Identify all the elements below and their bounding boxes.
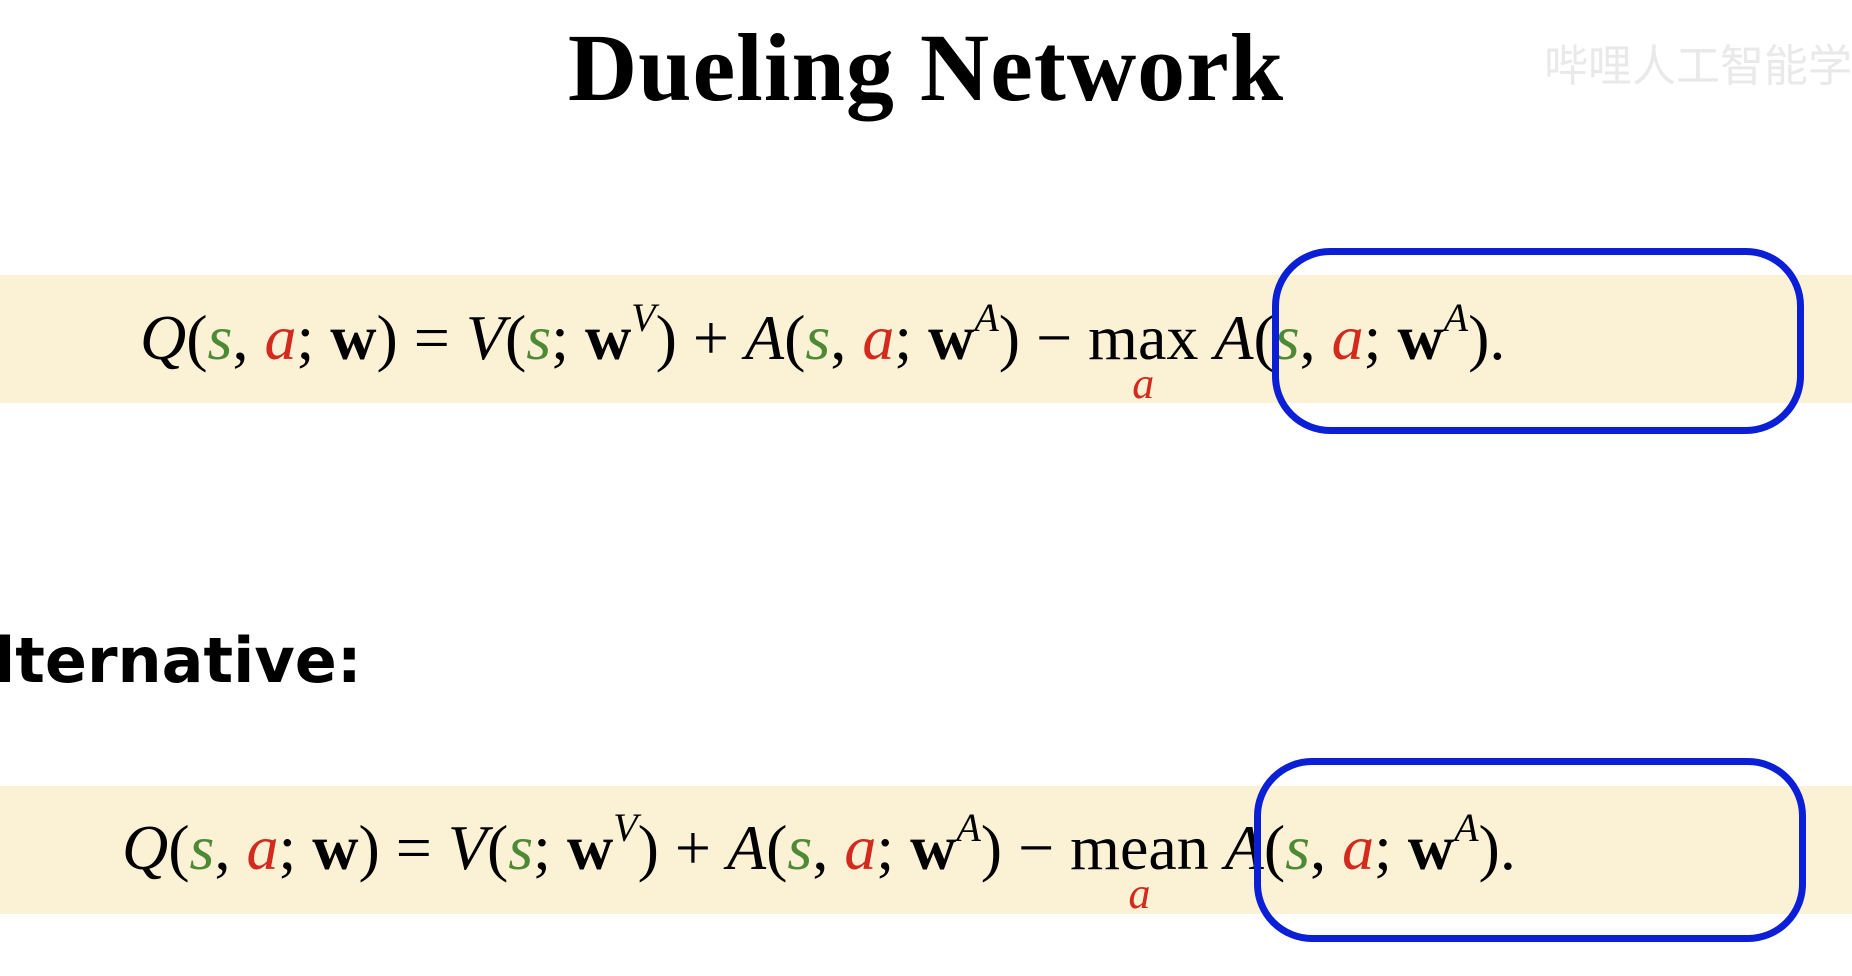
superscript-v: V <box>631 295 656 340</box>
superscript-v: V <box>613 805 638 850</box>
q-symbol: Q <box>122 812 169 883</box>
a-symbol-2: A <box>1214 302 1254 373</box>
superscript-a: A <box>974 295 999 340</box>
superscript-a-2: A <box>1454 805 1479 850</box>
v-symbol: V <box>447 812 487 883</box>
slide-title: Dueling Network <box>567 14 1285 121</box>
operator-subscript: a <box>1128 869 1151 918</box>
watermark: 哔哩人工智能学 <box>1544 41 1852 92</box>
alternative-label: lternative: <box>0 624 362 697</box>
operator-subscript: a <box>1132 359 1155 408</box>
superscript-a-2: A <box>1443 295 1469 340</box>
equation-mean: Q(s, a; w) = V(s; wV) + A(s, a; wA) − me… <box>122 805 1516 918</box>
equation-max: Q(s, a; w) = V(s; wV) + A(s, a; wA) − ma… <box>140 295 1506 408</box>
highlight-circle-mean <box>1254 758 1806 942</box>
v-symbol: V <box>465 302 505 373</box>
equation-band-1 <box>0 275 1852 403</box>
highlight-circle-max <box>1272 248 1804 434</box>
superscript-a: A <box>956 805 981 850</box>
a-symbol: A <box>727 812 767 883</box>
q-symbol: Q <box>140 302 187 373</box>
equation-band-2 <box>0 786 1852 914</box>
a-symbol: A <box>745 302 785 373</box>
